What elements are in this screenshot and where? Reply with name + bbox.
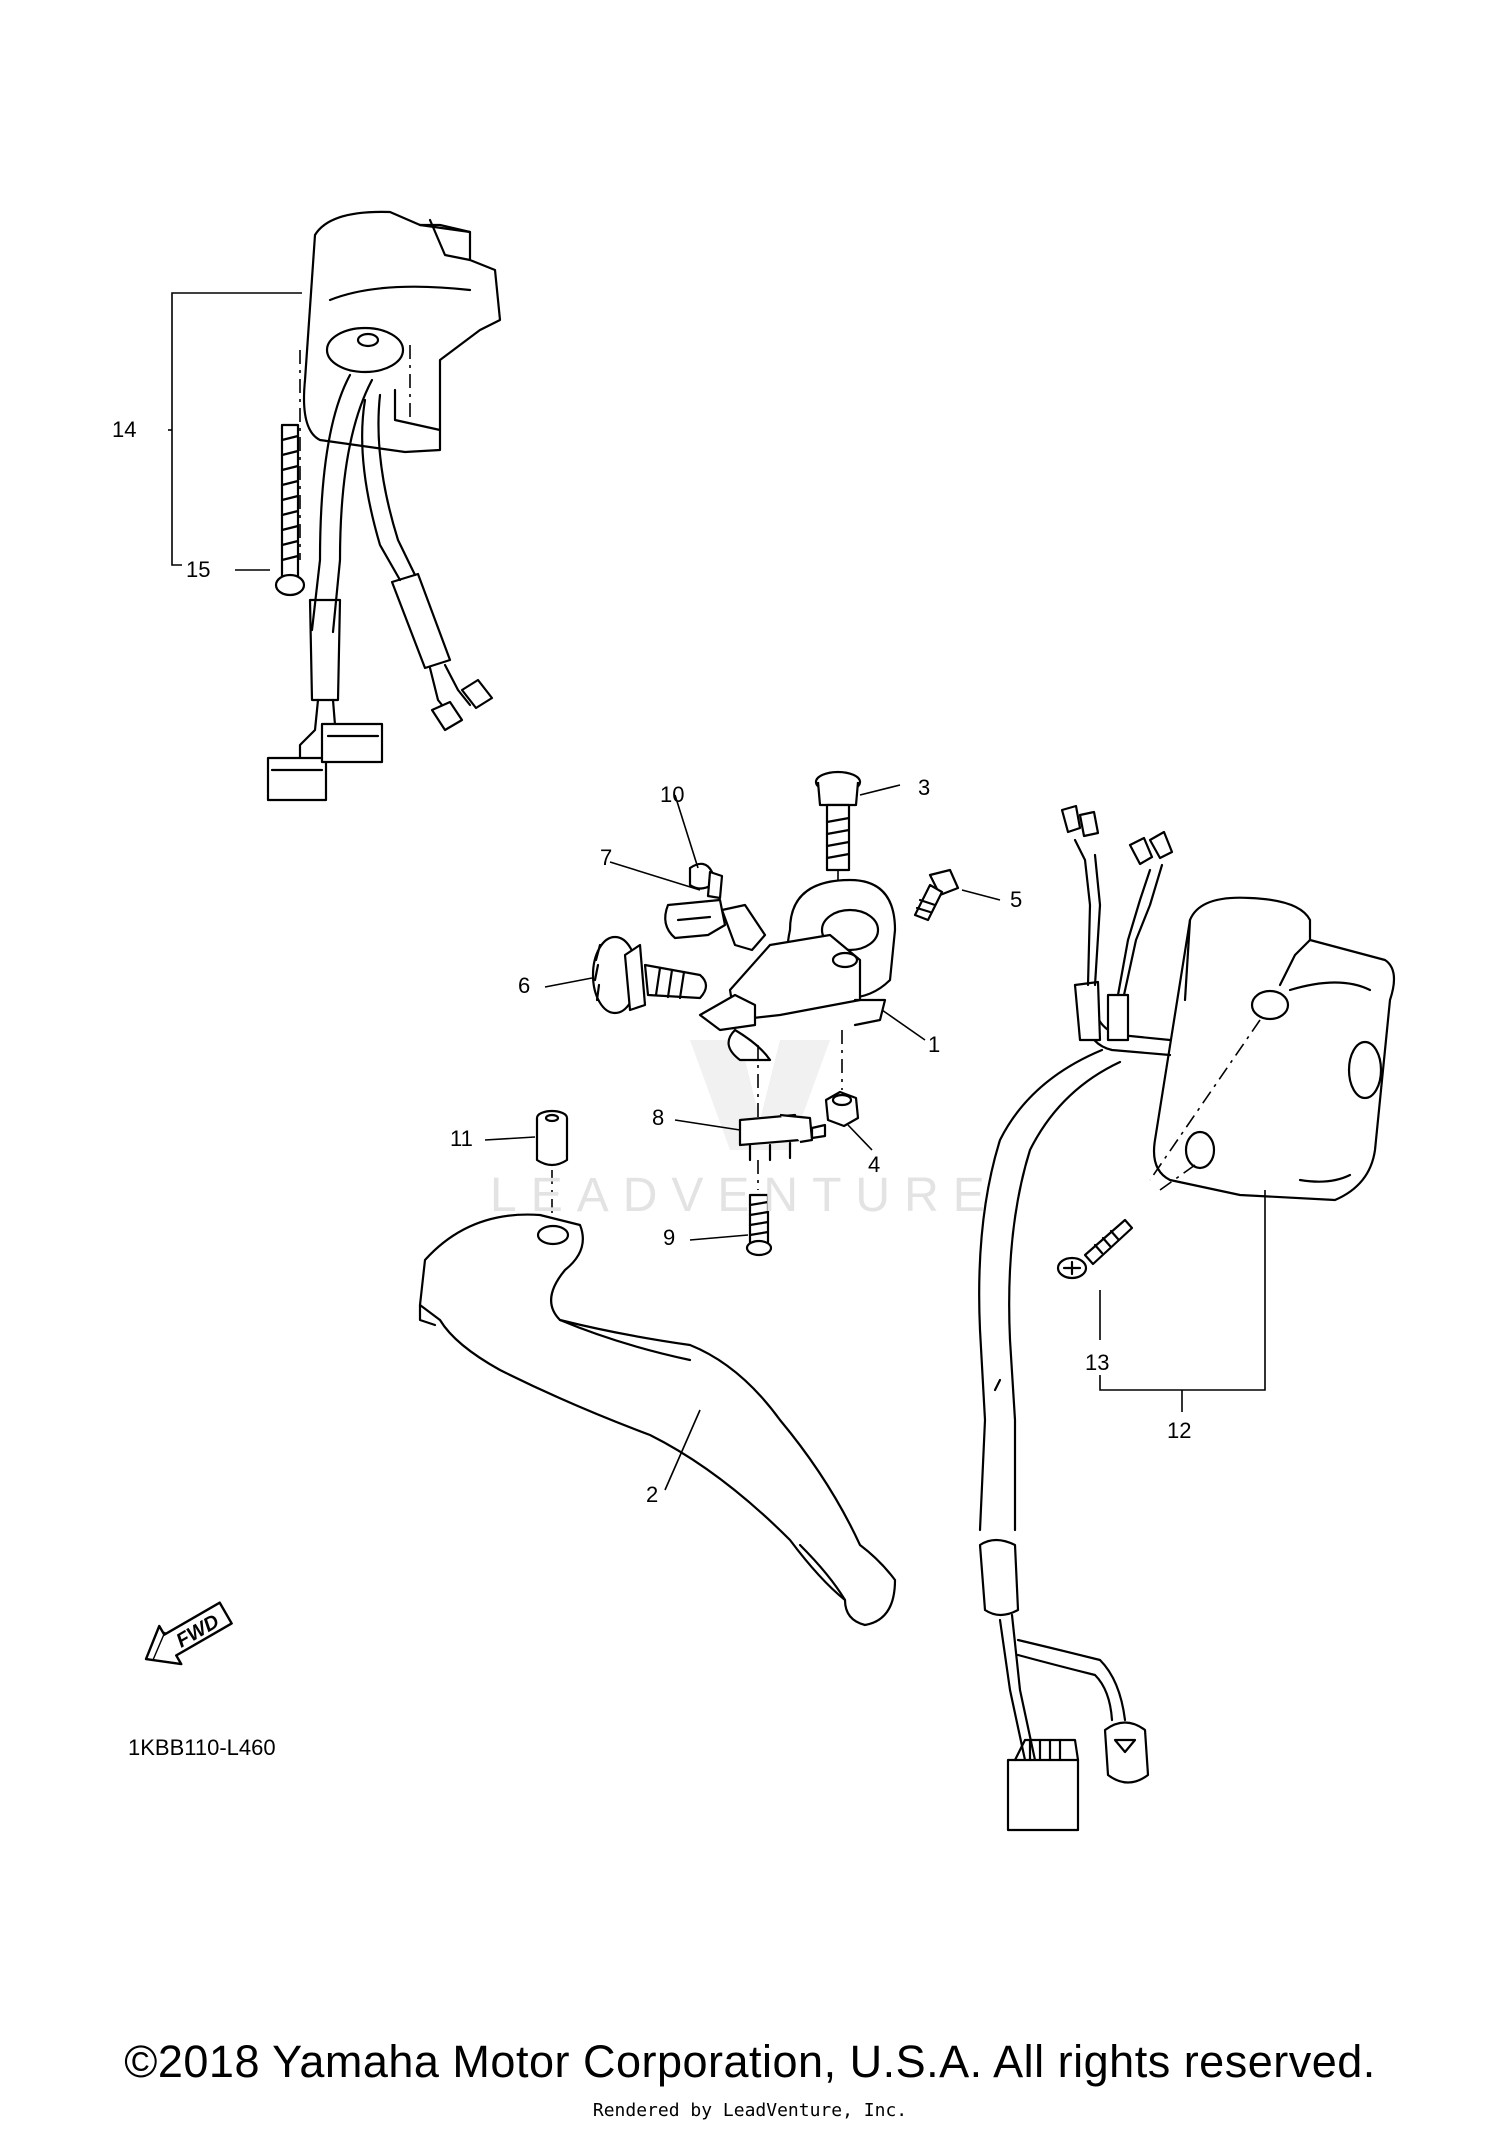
callout-7: 7: [600, 845, 612, 870]
rendered-by-notice: Rendered by LeadVenture, Inc.: [592, 2100, 908, 2121]
watermark-text: LEADVENTURE: [490, 1169, 999, 1222]
callout-15: 15: [186, 557, 210, 582]
copyright-notice: ©2018 Yamaha Motor Corporation, U.S.A. A…: [124, 2036, 1376, 2087]
lever-holder-1[interactable]: [698, 878, 897, 1062]
lever-2[interactable]: [418, 1213, 897, 1627]
callout-10: 10: [660, 782, 684, 807]
nut-4[interactable]: [824, 1090, 860, 1128]
screw-9[interactable]: [745, 1193, 773, 1257]
switch-8[interactable]: [738, 1113, 827, 1162]
callout-8: 8: [652, 1105, 664, 1130]
diagram-code: 1KBB110-L460: [128, 1735, 276, 1760]
fwd-arrow-icon: FWD: [144, 1601, 233, 1666]
callout-11: 11: [450, 1126, 473, 1151]
callout-13: 13: [1085, 1350, 1109, 1375]
wire-harness-right-upper[interactable]: [1060, 804, 1174, 1057]
callout-4: 4: [868, 1152, 880, 1177]
callout-3: 3: [918, 775, 930, 800]
bolt-3[interactable]: [814, 770, 862, 872]
callout-5: 5: [1010, 887, 1022, 912]
adjuster-6[interactable]: [591, 935, 708, 1015]
wire-harness-right-lower[interactable]: [978, 1048, 1150, 1832]
collar-11[interactable]: [535, 1109, 569, 1167]
callout-12: 12: [1167, 1418, 1191, 1443]
screw-10[interactable]: [688, 862, 724, 900]
callout-2: 2: [646, 1482, 658, 1507]
handlebar-switch-right[interactable]: [1152, 896, 1396, 1202]
bolt-5[interactable]: [913, 868, 960, 922]
callout-14: 14: [112, 417, 136, 442]
callout-1: 1: [928, 1032, 940, 1057]
bracket-7[interactable]: [664, 898, 767, 952]
callout-6: 6: [518, 973, 530, 998]
callout-9: 9: [663, 1225, 675, 1250]
screw-13[interactable]: [1056, 1218, 1134, 1280]
screw-15[interactable]: [274, 423, 306, 597]
handlebar-switch-left[interactable]: [266, 210, 502, 802]
